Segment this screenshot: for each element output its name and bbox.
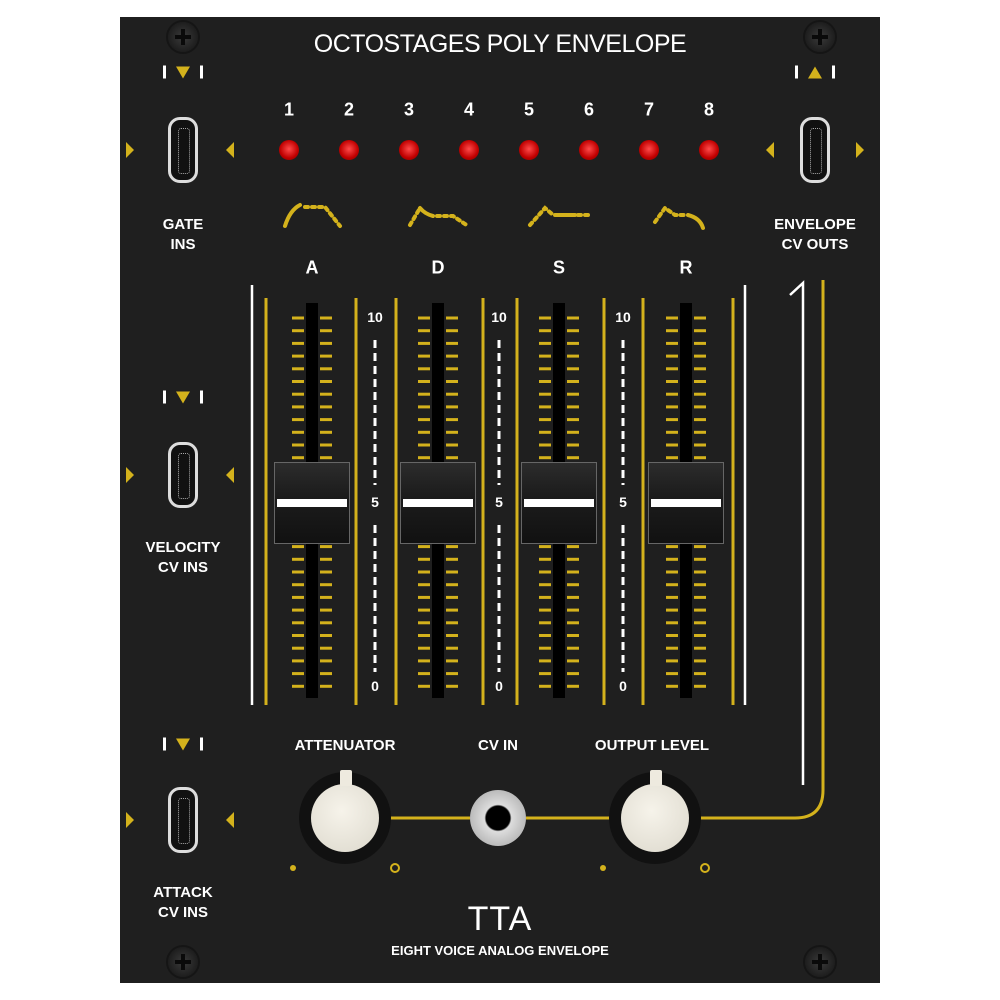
output-level-label: OUTPUT LEVEL (594, 737, 710, 754)
module-subtitle: EIGHT VOICE ANALOG ENVELOPE (391, 943, 609, 958)
channel-led (519, 140, 539, 160)
channel-number: 3 (403, 99, 415, 120)
channel-led (639, 140, 659, 160)
slider-label: R (679, 257, 693, 278)
output-level-knob[interactable] (609, 770, 701, 864)
slider-a-handle[interactable] (274, 461, 350, 544)
label-line: CV OUTS (781, 236, 849, 253)
screw-icon (805, 947, 835, 977)
slider-label: D (431, 257, 445, 278)
envelope-cv-outs-label: ENVELOPE CV OUTS (774, 215, 856, 255)
channel-number: 6 (583, 99, 595, 120)
slider-r-handle[interactable] (648, 461, 724, 544)
channel-number: 4 (463, 99, 475, 120)
screw-icon (805, 22, 835, 52)
scale-dashes (373, 340, 625, 672)
brand-logo: TTA (467, 900, 533, 938)
channel-number: 7 (643, 99, 655, 120)
channel-led (279, 140, 299, 160)
attenuator-knob[interactable] (299, 770, 391, 864)
slider-label: S (552, 257, 566, 278)
arrow-right-icon (126, 467, 134, 483)
arrow-left-icon (766, 142, 774, 158)
scale-mid: 5 (371, 494, 379, 510)
input-direction-indicator (163, 737, 203, 751)
scale-min: 0 (495, 678, 503, 694)
min-marker (290, 865, 296, 871)
arrow-right-icon (126, 142, 134, 158)
channel-number: 2 (343, 99, 355, 120)
input-jack-2[interactable] (168, 787, 198, 853)
channel-led (399, 140, 419, 160)
label-line: INS (170, 236, 196, 253)
slider-label: A (305, 257, 319, 278)
attenuator-label: ATTENUATOR (294, 737, 396, 754)
min-marker (600, 865, 606, 871)
channel-number: 8 (703, 99, 715, 120)
scale-mid: 5 (495, 494, 503, 510)
scale-min: 0 (371, 678, 379, 694)
max-marker (390, 863, 400, 873)
scale-mid: 5 (619, 494, 627, 510)
max-marker (700, 863, 710, 873)
input-direction-indicator (163, 65, 203, 79)
scale-min: 0 (619, 678, 627, 694)
arrow-left-icon (226, 812, 234, 828)
input-jack-0[interactable] (168, 117, 198, 183)
channel-led (339, 140, 359, 160)
arrow-right-icon (126, 812, 134, 828)
label-line: ATTACK (153, 884, 213, 901)
module-title: OCTOSTAGES POLY ENVELOPE (313, 30, 687, 58)
slider-s-handle[interactable] (521, 461, 597, 544)
scale-max: 10 (367, 309, 383, 325)
channel-number: 1 (283, 99, 295, 120)
cv-in-label: CV IN (477, 737, 519, 754)
scale-max: 10 (491, 309, 507, 325)
screw-icon (168, 947, 198, 977)
input-label: ATTACK CV INS (153, 883, 212, 923)
input-label: VELOCITY CV INS (145, 538, 220, 578)
channel-number: 5 (523, 99, 535, 120)
input-label: GATE INS (163, 215, 204, 255)
channel-led (579, 140, 599, 160)
output-direction-indicator (795, 65, 835, 79)
arrow-left-icon (226, 142, 234, 158)
scale-max: 10 (615, 309, 631, 325)
cv-in-jack[interactable] (470, 790, 526, 846)
input-direction-indicator (163, 390, 203, 404)
label-line: VELOCITY (145, 539, 221, 556)
arrow-right-icon (856, 142, 864, 158)
label-line: CV INS (157, 559, 209, 576)
input-jack-1[interactable] (168, 442, 198, 508)
envelope-shape-icons (283, 203, 705, 230)
label-line: CV INS (157, 904, 208, 921)
label-line: ENVELOPE (774, 216, 856, 233)
envelope-cv-outs-jack[interactable] (800, 117, 830, 183)
screw-icon (168, 22, 198, 52)
channel-led (459, 140, 479, 160)
label-line: GATE (162, 216, 204, 233)
channel-led (699, 140, 719, 160)
arrow-left-icon (226, 467, 234, 483)
slider-d-handle[interactable] (400, 461, 476, 544)
